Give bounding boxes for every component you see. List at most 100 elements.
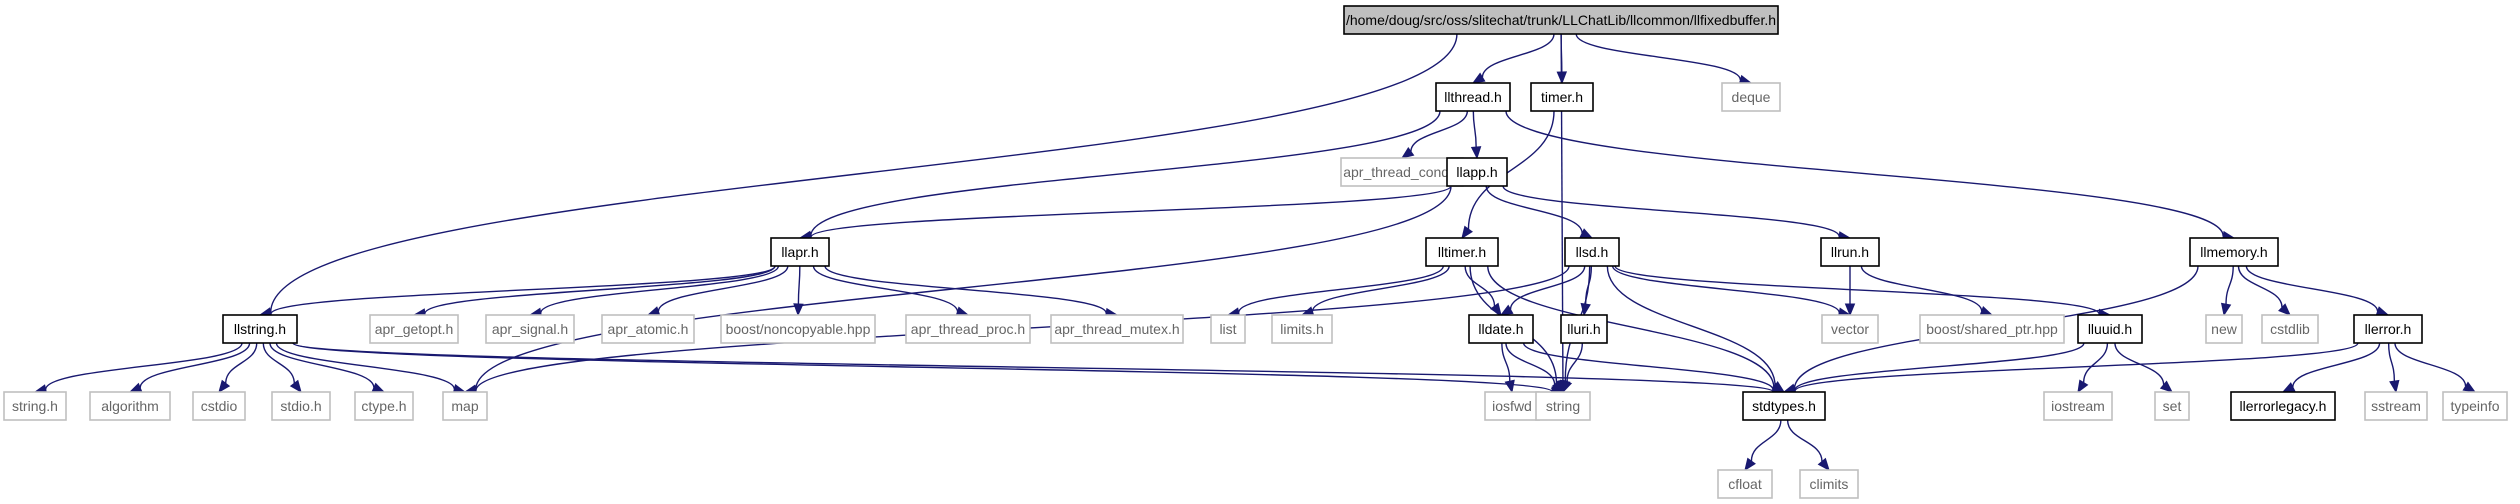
- node-lltimer[interactable]: lltimer.h: [1425, 237, 1499, 267]
- node-iostream: iostream: [2043, 391, 2113, 421]
- edge-line: [1311, 265, 1450, 312]
- node-box: [2043, 391, 2113, 421]
- edge-line: [1505, 342, 1556, 385]
- arrowhead-icon: [793, 303, 804, 317]
- node-box: [1340, 157, 1464, 187]
- node-stdtypes[interactable]: stdtypes.h: [1742, 391, 1826, 421]
- edge-timer-to-lltimer: [1461, 110, 1555, 240]
- node-label: apr_signal.h: [492, 321, 568, 337]
- edge-llsd-to-lldate: [1499, 265, 1586, 316]
- node-llrun[interactable]: llrun.h: [1820, 237, 1880, 267]
- node-label: llsd.h: [1576, 244, 1609, 260]
- edge-llapr-to-apr_atomic: [646, 265, 789, 317]
- node-llthread[interactable]: llthread.h: [1435, 82, 1511, 112]
- node-root[interactable]: /home/doug/src/oss/slitechat/trunk/LLCha…: [1343, 5, 1779, 35]
- node-label: iosfwd: [1492, 398, 1532, 414]
- edge-lluuid-to-iostream: [2077, 342, 2109, 394]
- arrowhead-icon: [2278, 303, 2291, 316]
- node-box: [1271, 314, 1333, 344]
- node-boost-noncopyable: boost/noncopyable.hpp: [720, 314, 876, 344]
- node-label: new: [2211, 321, 2238, 337]
- arrowhead-icon: [1470, 146, 1482, 160]
- edge-line: [1487, 265, 1775, 388]
- node-lluri[interactable]: lluri.h: [1560, 314, 1608, 344]
- node-box: [3, 391, 67, 421]
- edge-llerror-to-llerrorlegacy: [2281, 342, 2381, 393]
- edge-line: [657, 265, 789, 312]
- arrowhead-icon: [289, 379, 302, 394]
- edge-line: [810, 110, 1441, 236]
- node-box: [354, 391, 414, 421]
- edge-line: [1238, 265, 1444, 313]
- node-llsd[interactable]: llsd.h: [1564, 237, 1620, 267]
- node-iosfwd: iosfwd: [1484, 391, 1540, 421]
- edge-line: [2387, 342, 2396, 382]
- node-box: [2230, 391, 2336, 421]
- arrowhead-icon: [1550, 380, 1565, 393]
- edge-line: [2082, 342, 2109, 383]
- arrowhead-icon: [2389, 379, 2400, 394]
- arrowhead-icon: [1744, 457, 1756, 472]
- node-llapp[interactable]: llapp.h: [1446, 157, 1508, 187]
- arrowhead-icon: [1400, 147, 1415, 159]
- node-box: [1799, 469, 1859, 499]
- edge-line: [1611, 265, 1840, 314]
- node-llmemory[interactable]: llmemory.h: [2189, 237, 2279, 267]
- node-box: [2364, 391, 2428, 421]
- edge-line: [270, 33, 1458, 313]
- edge-stdtypes-to-climits: [1786, 419, 1830, 472]
- arrowhead-icon: [1471, 72, 1486, 84]
- edge-root-to-llthread: [1471, 33, 1555, 84]
- edge-line: [1794, 342, 2359, 392]
- node-llerror[interactable]: llerror.h: [2353, 314, 2423, 344]
- node-label: apr_thread_cond.h: [1343, 164, 1461, 180]
- node-llerrorlegacy[interactable]: llerrorlegacy.h: [2230, 391, 2336, 421]
- edge-lldate-to-string: [1505, 342, 1565, 393]
- node-label: boost/noncopyable.hpp: [726, 321, 871, 337]
- node-lluuid[interactable]: lluuid.h: [2077, 314, 2143, 344]
- edge-lluri-to-string: [1562, 342, 1584, 394]
- edge-llapp-to-llsd: [1485, 185, 1594, 239]
- edge-line: [1575, 33, 1742, 81]
- node-vector: vector: [1821, 314, 1879, 344]
- node-box: [2154, 391, 2190, 421]
- edge-llstring-to-cstdio: [218, 342, 258, 394]
- node-timer[interactable]: timer.h: [1530, 82, 1594, 112]
- edge-llapr-to-llstring: [258, 265, 776, 320]
- node-lldate[interactable]: lldate.h: [1468, 314, 1534, 344]
- node-limits: limits.h: [1271, 314, 1333, 344]
- edge-line: [540, 265, 780, 314]
- edge-line: [2245, 265, 2379, 312]
- edge-line: [139, 342, 251, 389]
- edge-line: [475, 185, 1452, 390]
- node-box: [1435, 82, 1511, 112]
- node-label: string.h: [12, 398, 58, 414]
- node-list: list: [1210, 314, 1246, 344]
- node-box: [1446, 157, 1508, 187]
- node-set: set: [2154, 391, 2190, 421]
- node-box: [1535, 391, 1591, 421]
- node-label: deque: [1732, 89, 1771, 105]
- node-label: typeinfo: [2450, 398, 2499, 414]
- edge-line: [1522, 342, 1774, 391]
- arrowhead-icon: [2159, 380, 2174, 393]
- node-label: algorithm: [101, 398, 159, 414]
- edge-line: [812, 265, 959, 312]
- edge-lldate-to-iosfwd: [1501, 342, 1515, 394]
- node-new: new: [2205, 314, 2243, 344]
- node-label: lltimer.h: [1438, 244, 1486, 260]
- node-llapr[interactable]: llapr.h: [770, 237, 830, 267]
- edge-line: [1860, 265, 1983, 312]
- node-label: map: [451, 398, 478, 414]
- edge-line: [1794, 342, 2085, 391]
- nodes-layer: /home/doug/src/oss/slitechat/trunk/LLCha…: [3, 5, 2508, 499]
- node-label: sstream: [2371, 398, 2421, 414]
- node-label: climits: [1810, 476, 1849, 492]
- node-cstdlib: cstdlib: [2261, 314, 2319, 344]
- node-apr-thread-proc: apr_thread_proc.h: [905, 314, 1031, 344]
- edge-llstring-to-algorithm: [128, 342, 251, 393]
- edge-lltimer-to-list: [1226, 265, 1444, 318]
- node-llstring[interactable]: llstring.h: [222, 314, 298, 344]
- node-label: llmemory.h: [2200, 244, 2267, 260]
- arrowhead-icon: [1844, 303, 1856, 317]
